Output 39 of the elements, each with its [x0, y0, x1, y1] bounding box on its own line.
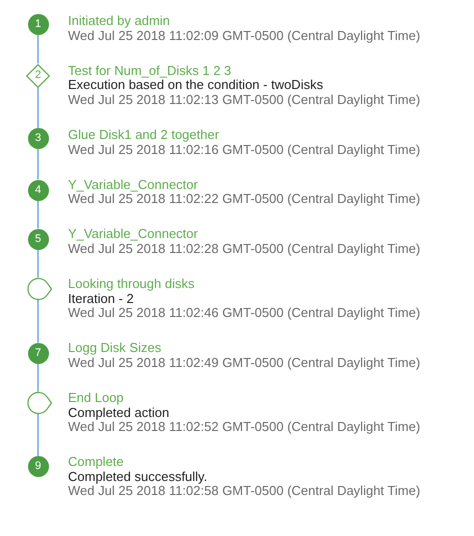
timestamp: Wed Jul 25 2018 11:02:52 GMT-0500 (Central Daylight Time)	[68, 420, 420, 435]
numbered-step-marker: 7	[28, 342, 48, 364]
connector-line	[37, 34, 39, 64]
numbered-step-marker: 3	[28, 128, 48, 149]
timestamp: Wed Jul 25 2018 11:02:28 GMT-0500 (Central Daylight Time)	[68, 242, 420, 256]
numbered-step-marker: 1	[28, 14, 48, 34]
connector-line	[37, 200, 39, 228]
step-title: Glue Disk1 and 2 together	[68, 128, 220, 143]
loop-marker	[26, 278, 52, 300]
timestamp: Wed Jul 25 2018 11:02:46 GMT-0500 (Central Daylight Time)	[68, 306, 420, 321]
timestamp: Wed Jul 25 2018 11:02:58 GMT-0500 (Central Daylight Time)	[68, 484, 420, 499]
connector-line	[37, 250, 39, 278]
numbered-step-marker: 9	[28, 456, 48, 478]
connector-line	[37, 88, 39, 128]
decision-diamond: 2	[26, 64, 50, 88]
numbered-step-marker: 4	[28, 180, 48, 200]
step-detail: Completed action	[68, 406, 170, 420]
step-title: Y_Variable_Connector	[68, 178, 199, 192]
timestamp: Wed Jul 25 2018 11:02:22 GMT-0500 (Central Daylight Time)	[68, 192, 420, 207]
loop-marker	[26, 392, 52, 414]
timestamp: Wed Jul 25 2018 11:02:13 GMT-0500 (Central Daylight Time)	[68, 92, 420, 108]
timestamp: Wed Jul 25 2018 11:02:16 GMT-0500 (Central Daylight Time)	[68, 142, 420, 158]
numbered-step-marker: 5	[28, 228, 48, 250]
step-title: Complete	[68, 455, 125, 470]
connector-line	[37, 364, 39, 392]
step-title: Y_Variable_Connector	[68, 227, 199, 242]
step-detail: Iteration - 2	[68, 292, 134, 306]
step-title: Initiated by admin	[68, 14, 171, 29]
connector-line	[37, 414, 39, 456]
step-title: Looking through disks	[68, 277, 196, 292]
timestamp: Wed Jul 25 2018 11:02:49 GMT-0500 (Central Daylight Time)	[68, 356, 420, 370]
timestamp: Wed Jul 25 2018 11:02:09 GMT-0500 (Central Daylight Time)	[68, 28, 420, 44]
connector-line	[37, 149, 39, 180]
step-detail: Completed successfully.	[68, 470, 208, 484]
step-title: Test for Num_of_Disks 1 2 3	[68, 64, 232, 78]
step-detail: Execution based on the condition - twoDisks	[68, 78, 324, 93]
step-title: Logg Disk Sizes	[68, 341, 162, 356]
connector-line	[37, 300, 39, 343]
step-title: End Loop	[68, 391, 125, 406]
